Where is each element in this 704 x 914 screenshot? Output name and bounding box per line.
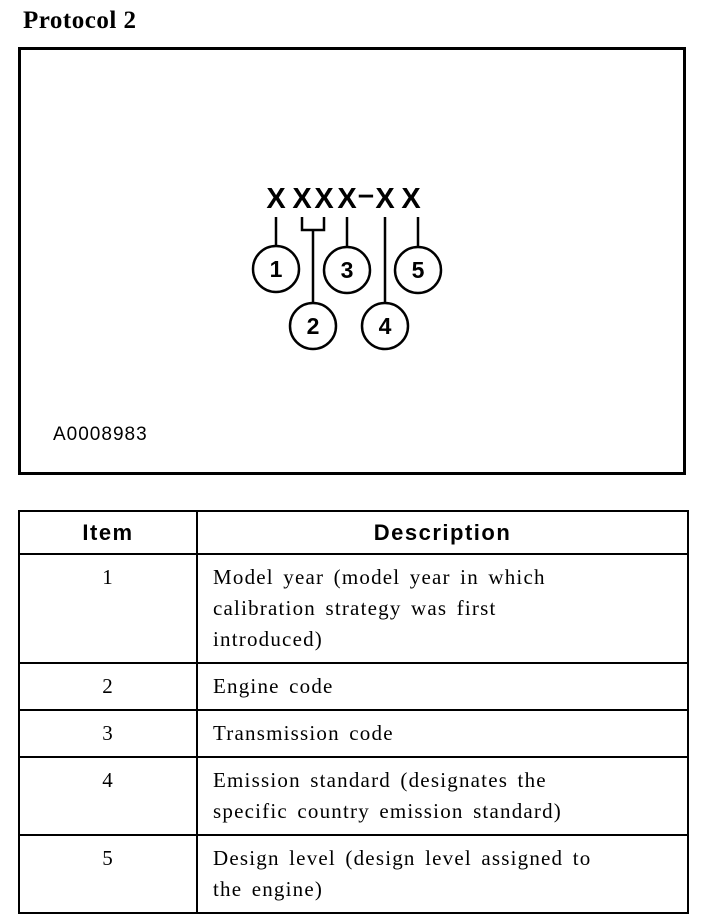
item-description: Transmission code bbox=[196, 709, 689, 758]
callout-number-3: 3 bbox=[341, 257, 354, 283]
code-char-1: X bbox=[266, 183, 286, 215]
item-number: 2 bbox=[18, 662, 198, 711]
code-char-5: X bbox=[375, 183, 395, 215]
code-char-3: X bbox=[314, 183, 334, 215]
item-number: 3 bbox=[18, 709, 198, 758]
code-char-2: X bbox=[292, 183, 312, 215]
column-header-description: Description bbox=[196, 510, 689, 555]
leader-bracket-2 bbox=[300, 217, 326, 304]
item-number: 4 bbox=[18, 756, 198, 836]
table-row: 2 Engine code bbox=[18, 662, 689, 711]
table-row: 1 Model year (model year in which calibr… bbox=[18, 553, 689, 664]
item-number: 1 bbox=[18, 553, 198, 664]
code-char-4: X bbox=[337, 183, 357, 215]
code-structure-diagram: X X X X – X X 1 2 3 4 5 A0 bbox=[53, 179, 443, 445]
page-title: Protocol 2 bbox=[23, 7, 137, 34]
table-row: 3 Transmission code bbox=[18, 709, 689, 758]
code-char-6: X bbox=[401, 183, 421, 215]
table-row: 5 Design level (design level assigned to… bbox=[18, 834, 689, 914]
callout-number-2: 2 bbox=[307, 313, 320, 339]
item-description: Engine code bbox=[196, 662, 689, 711]
item-description: Model year (model year in which calibrat… bbox=[196, 553, 689, 664]
item-description: Emission standard (designates the specif… bbox=[196, 756, 689, 836]
figure-id: A0008983 bbox=[53, 424, 148, 445]
item-description: Design level (design level assigned to t… bbox=[196, 834, 689, 914]
callout-circle-3 bbox=[322, 245, 372, 295]
column-header-item: Item bbox=[18, 510, 198, 555]
table-row: 4 Emission standard (designates the spec… bbox=[18, 756, 689, 836]
callout-circle-4 bbox=[360, 301, 410, 351]
item-description-table: Item Description 1 Model year (model yea… bbox=[18, 510, 689, 914]
callout-number-1: 1 bbox=[270, 256, 283, 282]
code-separator-dash: – bbox=[358, 179, 374, 211]
figure-box: X X X X – X X 1 2 3 4 5 A0 bbox=[18, 47, 686, 475]
table-header-row: Item Description bbox=[18, 510, 689, 555]
callout-circle-5 bbox=[393, 245, 443, 295]
item-number: 5 bbox=[18, 834, 198, 914]
callout-circle-1 bbox=[251, 244, 301, 294]
callout-number-5: 5 bbox=[412, 257, 425, 283]
callout-circle-2 bbox=[288, 301, 338, 351]
callout-number-4: 4 bbox=[379, 313, 392, 339]
